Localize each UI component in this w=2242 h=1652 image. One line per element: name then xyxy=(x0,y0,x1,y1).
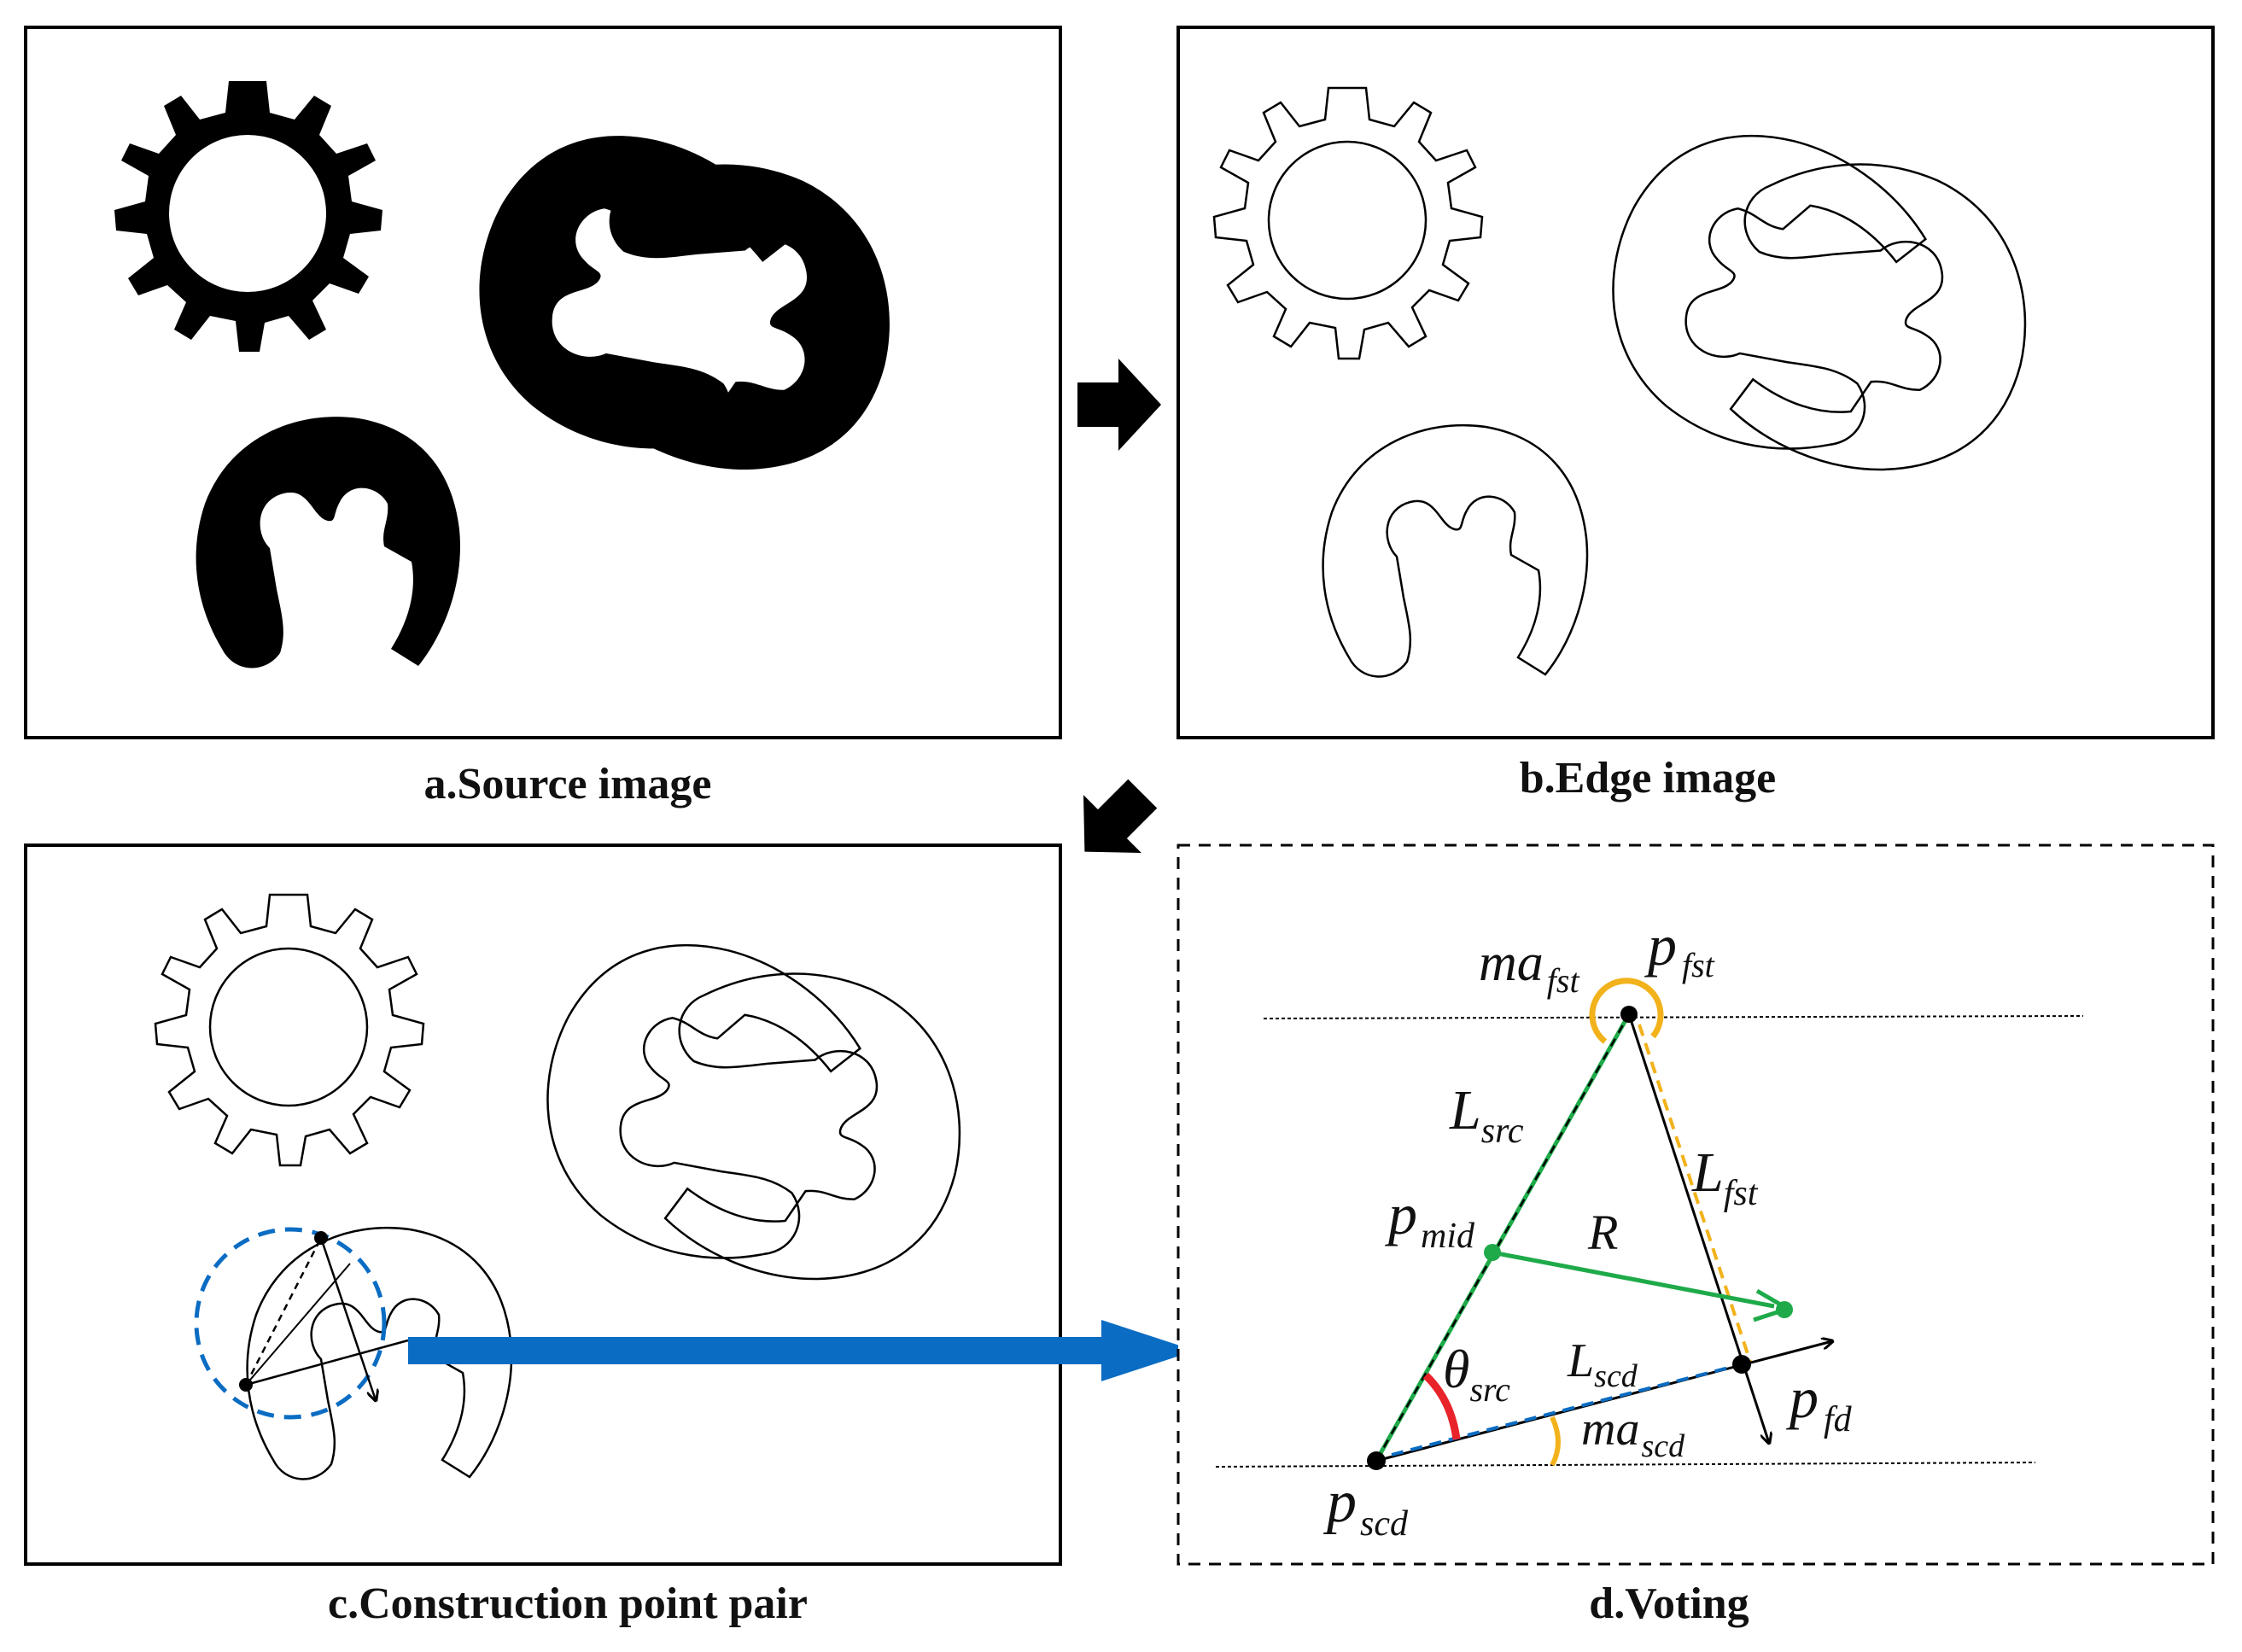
panel-b-frame xyxy=(1176,26,2215,739)
angle-ma-scd-arc xyxy=(1550,1416,1561,1467)
panel-d-frame xyxy=(1176,844,2215,1566)
point-pair-region xyxy=(194,1227,387,1420)
caption-a: a.Source image xyxy=(424,760,712,808)
label-L-scd: Lscd xyxy=(1567,1334,1638,1394)
source-gear xyxy=(114,81,382,352)
label-L-fst: Lfst xyxy=(1691,1141,1759,1213)
pair-point-2 xyxy=(239,1378,253,1392)
pair-point-1 xyxy=(314,1231,328,1245)
panel-c-frame xyxy=(24,844,1062,1566)
label-p-scd: pscd xyxy=(1322,1469,1409,1544)
label-p-mid: pmid xyxy=(1385,1182,1475,1256)
label-ma-scd: mascd xyxy=(1581,1403,1685,1464)
point-p-scd xyxy=(1367,1451,1386,1470)
ref-line-top xyxy=(1263,1015,2084,1019)
point-p-mid xyxy=(1484,1244,1501,1261)
vector-R xyxy=(1492,1250,1775,1309)
edge-gear-c xyxy=(154,893,425,1167)
target-point xyxy=(1776,1301,1793,1318)
arrow-b-to-c xyxy=(1083,779,1158,854)
edge-L-src xyxy=(1374,1013,1632,1462)
edge-L-fst-dash xyxy=(1638,1024,1752,1363)
label-R: R xyxy=(1587,1205,1618,1260)
label-theta-src: θsrc xyxy=(1443,1339,1510,1409)
edge-L-scd-dash xyxy=(1391,1363,1743,1456)
caption-d: d.Voting xyxy=(1589,1579,1749,1628)
edge-gear xyxy=(1212,86,1484,360)
pair-line xyxy=(245,1339,409,1386)
point-p-fst xyxy=(1620,1006,1638,1023)
label-L-src: Lsrc xyxy=(1449,1079,1524,1151)
panel-b: b.Edge image xyxy=(1176,26,2215,803)
point-p-fd xyxy=(1732,1355,1751,1374)
panel-c: c.Construction point pair xyxy=(24,844,1062,1628)
caption-b: b.Edge image xyxy=(1520,754,1776,803)
angle-ma-fst-arc xyxy=(1589,978,1664,1044)
ref-line-bottom xyxy=(1215,1462,2036,1468)
pair-normal-2 xyxy=(245,1263,351,1386)
panel-a: a.Source image xyxy=(24,26,1062,808)
caption-c: c.Construction point pair xyxy=(328,1579,808,1628)
arrow-c-to-d xyxy=(408,1320,1195,1381)
pair-dashed-line xyxy=(244,1237,323,1386)
angle-theta-src-arc xyxy=(1422,1372,1461,1440)
arrow-a-to-b xyxy=(1077,359,1161,451)
pair-normal xyxy=(319,1237,376,1400)
